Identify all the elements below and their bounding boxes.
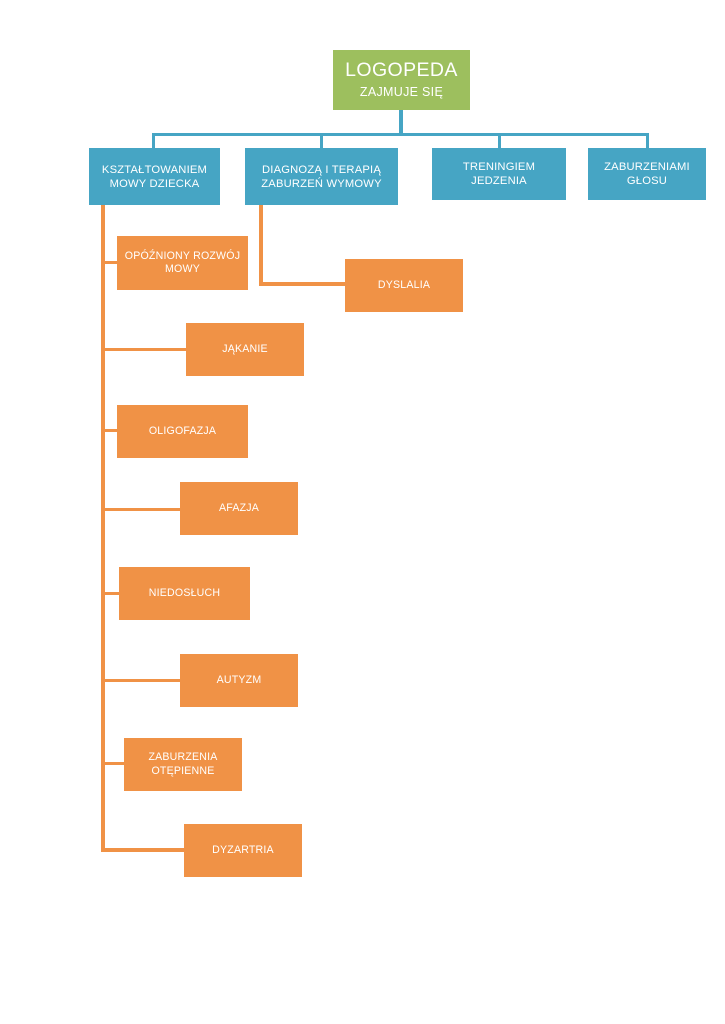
connector-trunk-bottom-elbow: [101, 848, 186, 852]
node-label: AUTYZM: [216, 673, 262, 686]
connector-dyslalia-horizontal: [259, 282, 348, 286]
node-zaburzenia-otepienne[interactable]: ZABURZENIA OTĘPIENNE: [124, 738, 242, 791]
connector-drop-treningiem: [498, 133, 501, 149]
connector-line-jakanie: [101, 348, 187, 351]
node-label: DIAGNOZĄ I TERAPIĄ ZABURZEŃ WYMOWY: [261, 163, 382, 190]
connector-drop-zaburzeniami: [646, 133, 649, 149]
node-dyslalia[interactable]: DYSLALIA: [345, 259, 463, 312]
node-niedosluch[interactable]: NIEDOSŁUCH: [119, 567, 250, 620]
node-root-logopeda[interactable]: LOGOPEDA ZAJMUJE SIĘ: [333, 50, 470, 110]
connector-stub-zaburzenia-otepienne: [101, 762, 125, 765]
node-ksztaltowaniem-mowy-dziecka[interactable]: KSZTAŁTOWANIEM MOWY DZIECKA: [89, 148, 220, 205]
node-afazja[interactable]: AFAZJA: [180, 482, 298, 535]
node-diagnoza-i-terapia-zaburzen-wymowy[interactable]: DIAGNOZĄ I TERAPIĄ ZABURZEŃ WYMOWY: [245, 148, 398, 205]
connector-drop-diagnoza: [320, 133, 323, 149]
node-label: TRENINGIEM JEDZENIA: [462, 161, 536, 187]
connector-root-stem: [399, 110, 403, 136]
root-title: LOGOPEDA: [345, 59, 458, 82]
node-zaburzeniami-glosu[interactable]: ZABURZENIAMI GŁOSU: [588, 148, 706, 200]
node-label: ZABURZENIA OTĘPIENNE: [148, 751, 218, 777]
connector-stub-oligofazja: [101, 429, 119, 432]
node-jakanie[interactable]: JĄKANIE: [186, 323, 304, 376]
node-label: KSZTAŁTOWANIEM MOWY DZIECKA: [101, 163, 208, 190]
node-label: AFAZJA: [218, 501, 260, 514]
connector-line-autyzm: [101, 679, 181, 682]
node-label: NIEDOSŁUCH: [148, 586, 221, 599]
connector-dyslalia-vertical: [259, 205, 263, 285]
node-label: DYZARTRIA: [212, 843, 274, 856]
node-oligofazja[interactable]: OLIGOFAZJA: [117, 405, 248, 458]
connector-trunk-vertical: [101, 205, 105, 852]
node-treningiem-jedzenia[interactable]: TRENINGIEM JEDZENIA: [432, 148, 566, 200]
node-label: DYSLALIA: [377, 278, 431, 291]
connector-stub-opozniony-rozwoj-mowy: [101, 261, 119, 264]
node-label: OPÓŹNIONY ROZWÓJ MOWY: [124, 249, 241, 275]
connector-line-afazja: [101, 508, 181, 511]
connector-drop-kshtaltowaniem: [152, 133, 155, 149]
node-dyzartria[interactable]: DYZARTRIA: [184, 824, 302, 877]
connector-stub-niedosluch: [101, 592, 123, 595]
node-autyzm[interactable]: AUTYZM: [180, 654, 298, 707]
root-subtitle: ZAJMUJE SIĘ: [359, 84, 444, 99]
connector-level2-bus: [152, 133, 649, 136]
node-opozniony-rozwoj-mowy[interactable]: OPÓŹNIONY ROZWÓJ MOWY: [117, 236, 248, 290]
node-label: JĄKANIE: [222, 342, 268, 355]
node-label: ZABURZENIAMI GŁOSU: [604, 161, 690, 187]
node-label: OLIGOFAZJA: [148, 424, 217, 437]
